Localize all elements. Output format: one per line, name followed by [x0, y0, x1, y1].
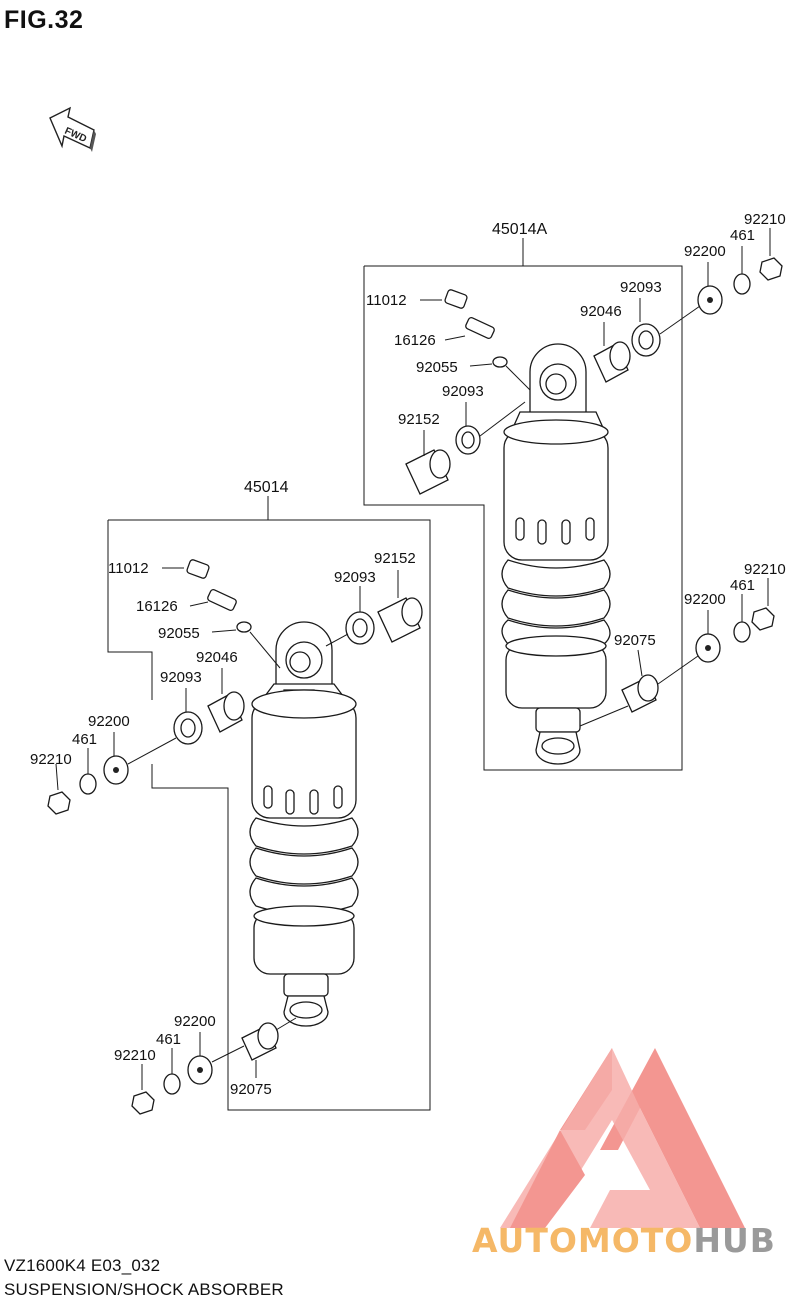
assembly-number-45014a: 45014A — [492, 221, 547, 238]
part-92210-a1 — [759, 228, 783, 281]
automotohub-triangle-logo — [500, 1048, 745, 1228]
label-92200-a2: 92200 — [684, 591, 726, 608]
part-11012-a — [420, 289, 468, 309]
part-92093-a1 — [455, 401, 526, 455]
part-461-a1 — [733, 246, 751, 295]
shock-absorber-lower — [249, 621, 359, 1027]
label-461-a1: 461 — [730, 227, 755, 244]
label-92055-b: 92055 — [158, 625, 200, 642]
label-92200-a1: 92200 — [684, 243, 726, 260]
part-11012-b — [162, 559, 210, 579]
part-92075-b — [241, 1017, 297, 1078]
section-name: SUSPENSION/SHOCK ABSORBER — [4, 1280, 284, 1299]
part-16126-a — [444, 316, 495, 341]
assembly-45014: 45014 — [30, 479, 431, 1115]
part-92200-b2 — [187, 1032, 245, 1085]
part-92075-a — [579, 649, 659, 727]
label-11012-b: 11012 — [108, 560, 149, 577]
part-461-b1 — [79, 748, 97, 795]
part-92210-b1 — [47, 763, 71, 815]
part-92093-b1 — [173, 688, 203, 745]
label-16126-a: 16126 — [394, 332, 436, 349]
label-461-b2: 461 — [156, 1031, 181, 1048]
label-92210-b2: 92210 — [114, 1047, 156, 1064]
label-92093-b2: 92093 — [334, 569, 376, 586]
assembly-45014a: 45014A — [363, 211, 786, 771]
model-code: VZ1600K4 E03_032 — [4, 1256, 161, 1275]
label-92046-b: 92046 — [196, 649, 238, 666]
part-92046-a — [593, 322, 631, 383]
part-92152-a — [405, 430, 451, 495]
label-92046-a: 92046 — [580, 303, 622, 320]
label-92093-a2: 92093 — [620, 279, 662, 296]
part-92200-a1 — [659, 262, 723, 335]
part-92210-a2 — [751, 578, 775, 631]
label-92093-b1: 92093 — [160, 669, 202, 686]
label-92075-a: 92075 — [614, 632, 656, 649]
fwd-arrow-icon: FWD — [49, 106, 96, 152]
part-92200-a2 — [657, 610, 721, 685]
watermark-text-automoto: AUTOMOTO — [472, 1221, 693, 1260]
part-92046-b — [207, 668, 245, 733]
part-92093-a2 — [631, 298, 661, 357]
label-92210-a2: 92210 — [744, 561, 786, 578]
part-16126-b — [189, 588, 237, 612]
label-92200-b1: 92200 — [88, 713, 130, 730]
part-92210-b2 — [131, 1064, 155, 1115]
watermark-text-hub: HUB — [693, 1221, 776, 1260]
label-16126-b: 16126 — [136, 598, 178, 615]
label-92075-b: 92075 — [230, 1081, 272, 1098]
label-92152-b: 92152 — [374, 550, 416, 567]
part-92152-b — [377, 570, 423, 643]
watermark-text: AUTOMOTOHUB — [472, 1221, 776, 1260]
label-92055-a: 92055 — [416, 359, 458, 376]
label-92200-b2: 92200 — [174, 1013, 216, 1030]
figure-title: FIG.32 — [4, 6, 84, 34]
part-92200-b1 — [103, 732, 177, 785]
label-92210-a1: 92210 — [744, 211, 786, 228]
label-11012-a: 11012 — [366, 292, 407, 309]
assembly-number-45014: 45014 — [244, 479, 289, 496]
part-92055-b — [211, 621, 281, 669]
label-461-b1: 461 — [72, 731, 97, 748]
part-461-a2 — [733, 594, 751, 643]
label-92152-a: 92152 — [398, 411, 440, 428]
shock-absorber-upper — [501, 343, 611, 765]
label-461-a2: 461 — [730, 577, 755, 594]
label-92210-b1: 92210 — [30, 751, 72, 768]
part-461-b2 — [163, 1048, 181, 1095]
part-92055-a — [469, 356, 531, 391]
part-92093-b2 — [325, 586, 375, 647]
label-92093-a1: 92093 — [442, 383, 484, 400]
